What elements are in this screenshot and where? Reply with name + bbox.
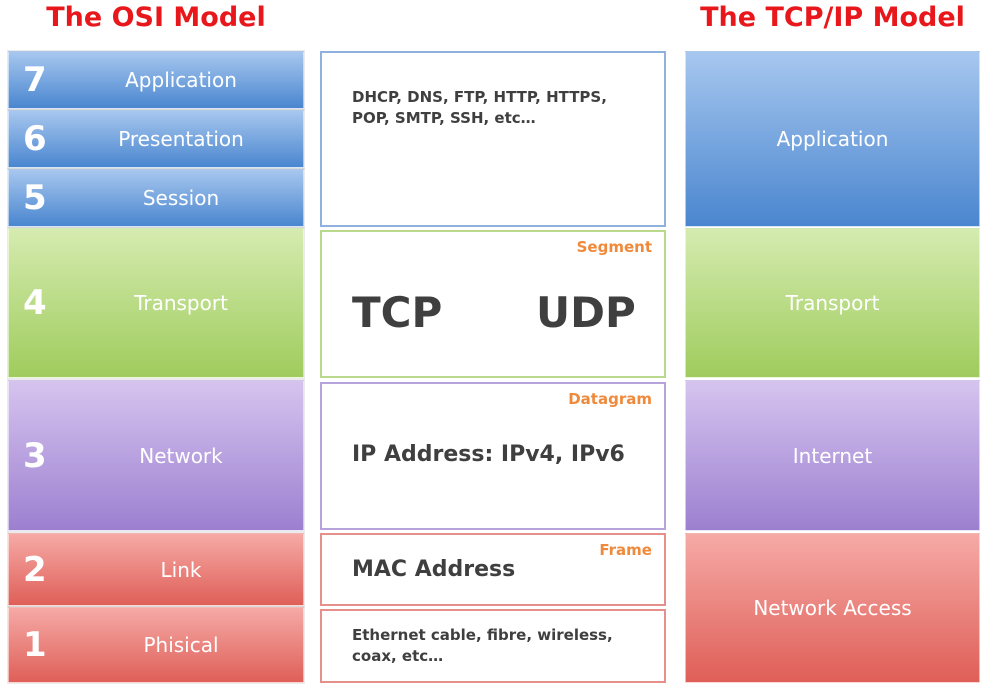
layer-name: Session <box>142 186 220 210</box>
osi-model-title: The OSI Model <box>46 2 266 33</box>
network-protocols-box: Datagram IP Address: IPv4, IPv6 <box>320 382 666 530</box>
layer-number: 2 <box>23 549 47 590</box>
tcpip-layer-network-access: Network Access <box>685 533 980 683</box>
application-protocols-box: DHCP, DNS, FTP, HTTP, HTTPS, POP, SMTP, … <box>320 51 666 227</box>
link-protocols-box: Frame MAC Address <box>320 533 666 606</box>
layer-number: 1 <box>23 625 47 665</box>
layer-name: Link <box>160 557 202 582</box>
mac-address-label: MAC Address <box>352 557 516 582</box>
frame-label: Frame <box>599 541 652 559</box>
physical-media-list: Ethernet cable, fibre, wireless, coax, e… <box>352 626 613 665</box>
ip-address-label: IP Address: IPv4, IPv6 <box>352 442 625 467</box>
udp-label: UDP <box>536 288 636 337</box>
layer-name: Phisical <box>143 633 219 657</box>
layer-name: Network Access <box>753 596 912 620</box>
physical-media-box: Ethernet cable, fibre, wireless, coax, e… <box>320 609 666 683</box>
layer-number: 7 <box>23 60 47 100</box>
osi-layer-7: 7 Application <box>8 51 304 109</box>
osi-layer-6: 6 Presentation <box>8 110 304 168</box>
layer-name: Internet <box>792 443 873 468</box>
osi-layer-1: 1 Phisical <box>8 607 304 683</box>
protocols-list: DHCP, DNS, FTP, HTTP, HTTPS, POP, SMTP, … <box>352 88 607 127</box>
layer-name: Network <box>139 443 223 468</box>
layer-number: 4 <box>23 283 47 323</box>
tcpip-layer-application: Application <box>685 51 980 227</box>
layer-number: 6 <box>23 119 47 159</box>
osi-layer-3: 3 Network <box>8 380 304 531</box>
layer-name: Transport <box>134 291 228 315</box>
osi-layer-4: 4 Transport <box>8 228 304 378</box>
layer-number: 3 <box>23 435 47 476</box>
tcp-label: TCP <box>352 288 443 337</box>
segment-label: Segment <box>576 238 652 256</box>
datagram-label: Datagram <box>568 390 652 408</box>
layer-name: Transport <box>785 291 880 315</box>
layer-name: Presentation <box>118 127 244 151</box>
tcpip-layer-internet: Internet <box>685 380 980 531</box>
osi-layer-2: 2 Link <box>8 533 304 606</box>
tcpip-layer-transport: Transport <box>685 228 980 378</box>
layer-number: 5 <box>23 178 47 218</box>
osi-layer-5: 5 Session <box>8 169 304 227</box>
layer-name: Application <box>776 127 889 151</box>
layer-name: Application <box>125 68 237 92</box>
transport-protocols-box: Segment TCP UDP <box>320 230 666 378</box>
tcpip-model-title: The TCP/IP Model <box>700 2 965 33</box>
